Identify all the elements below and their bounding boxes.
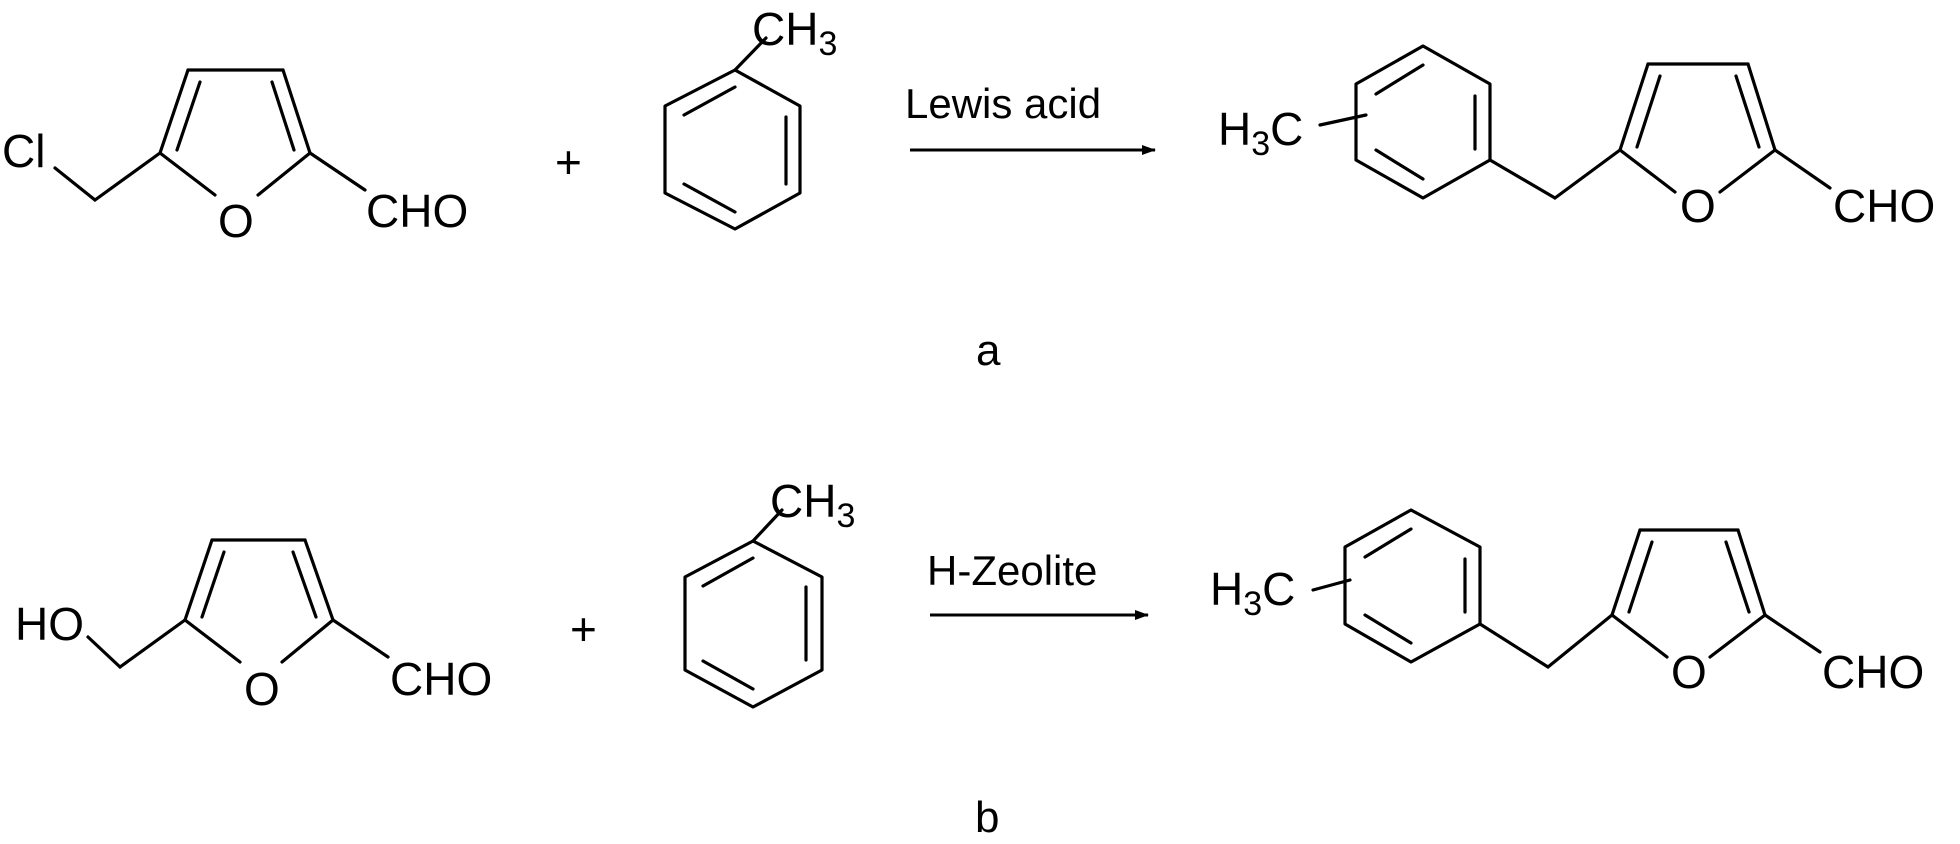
furan-oxygen-label: O (244, 663, 280, 715)
scheme-b: HO O CHO + CH3 H-Zeolite H3C (15, 475, 1924, 842)
condition-label-b: H-Zeolite (927, 547, 1097, 594)
product-methyl-label: H3C (1218, 103, 1303, 163)
reactant-hydroxymethylfurfural: HO O CHO (15, 538, 492, 715)
scheme-label-a: a (976, 326, 1001, 375)
scheme-label-b: b (975, 793, 999, 842)
product-methyl-label: H3C (1210, 563, 1295, 623)
plus-sign-b: + (570, 603, 597, 655)
reactant-toluene-a: CH3 (663, 3, 837, 231)
chlorine-atom-label: Cl (2, 125, 45, 177)
aldehyde-label: CHO (390, 653, 492, 705)
scheme-a: Cl O CHO + CH3 Lewis acid H3C (2, 3, 1935, 375)
reactant-toluene-b: CH3 (683, 475, 855, 709)
product-b: H3C O CHO (1210, 508, 1924, 698)
methyl-label: CH3 (770, 475, 855, 535)
furan-oxygen-label: O (218, 195, 254, 247)
aldehyde-label: CHO (366, 185, 468, 237)
product-aldehyde-label: CHO (1833, 180, 1935, 232)
product-furan-oxygen-label: O (1680, 180, 1716, 232)
hydroxyl-label: HO (15, 598, 84, 650)
product-furan-oxygen-label: O (1671, 646, 1707, 698)
product-aldehyde-label: CHO (1822, 646, 1924, 698)
reactant-chloromethylfurfural: Cl O CHO (2, 68, 468, 247)
reaction-arrow-b: H-Zeolite (927, 547, 1149, 620)
condition-label-a: Lewis acid (905, 80, 1101, 127)
reaction-arrow-a: Lewis acid (905, 80, 1156, 155)
methyl-label: CH3 (752, 3, 837, 63)
plus-sign-a: + (555, 136, 582, 188)
product-a: H3C O CHO (1218, 44, 1935, 232)
